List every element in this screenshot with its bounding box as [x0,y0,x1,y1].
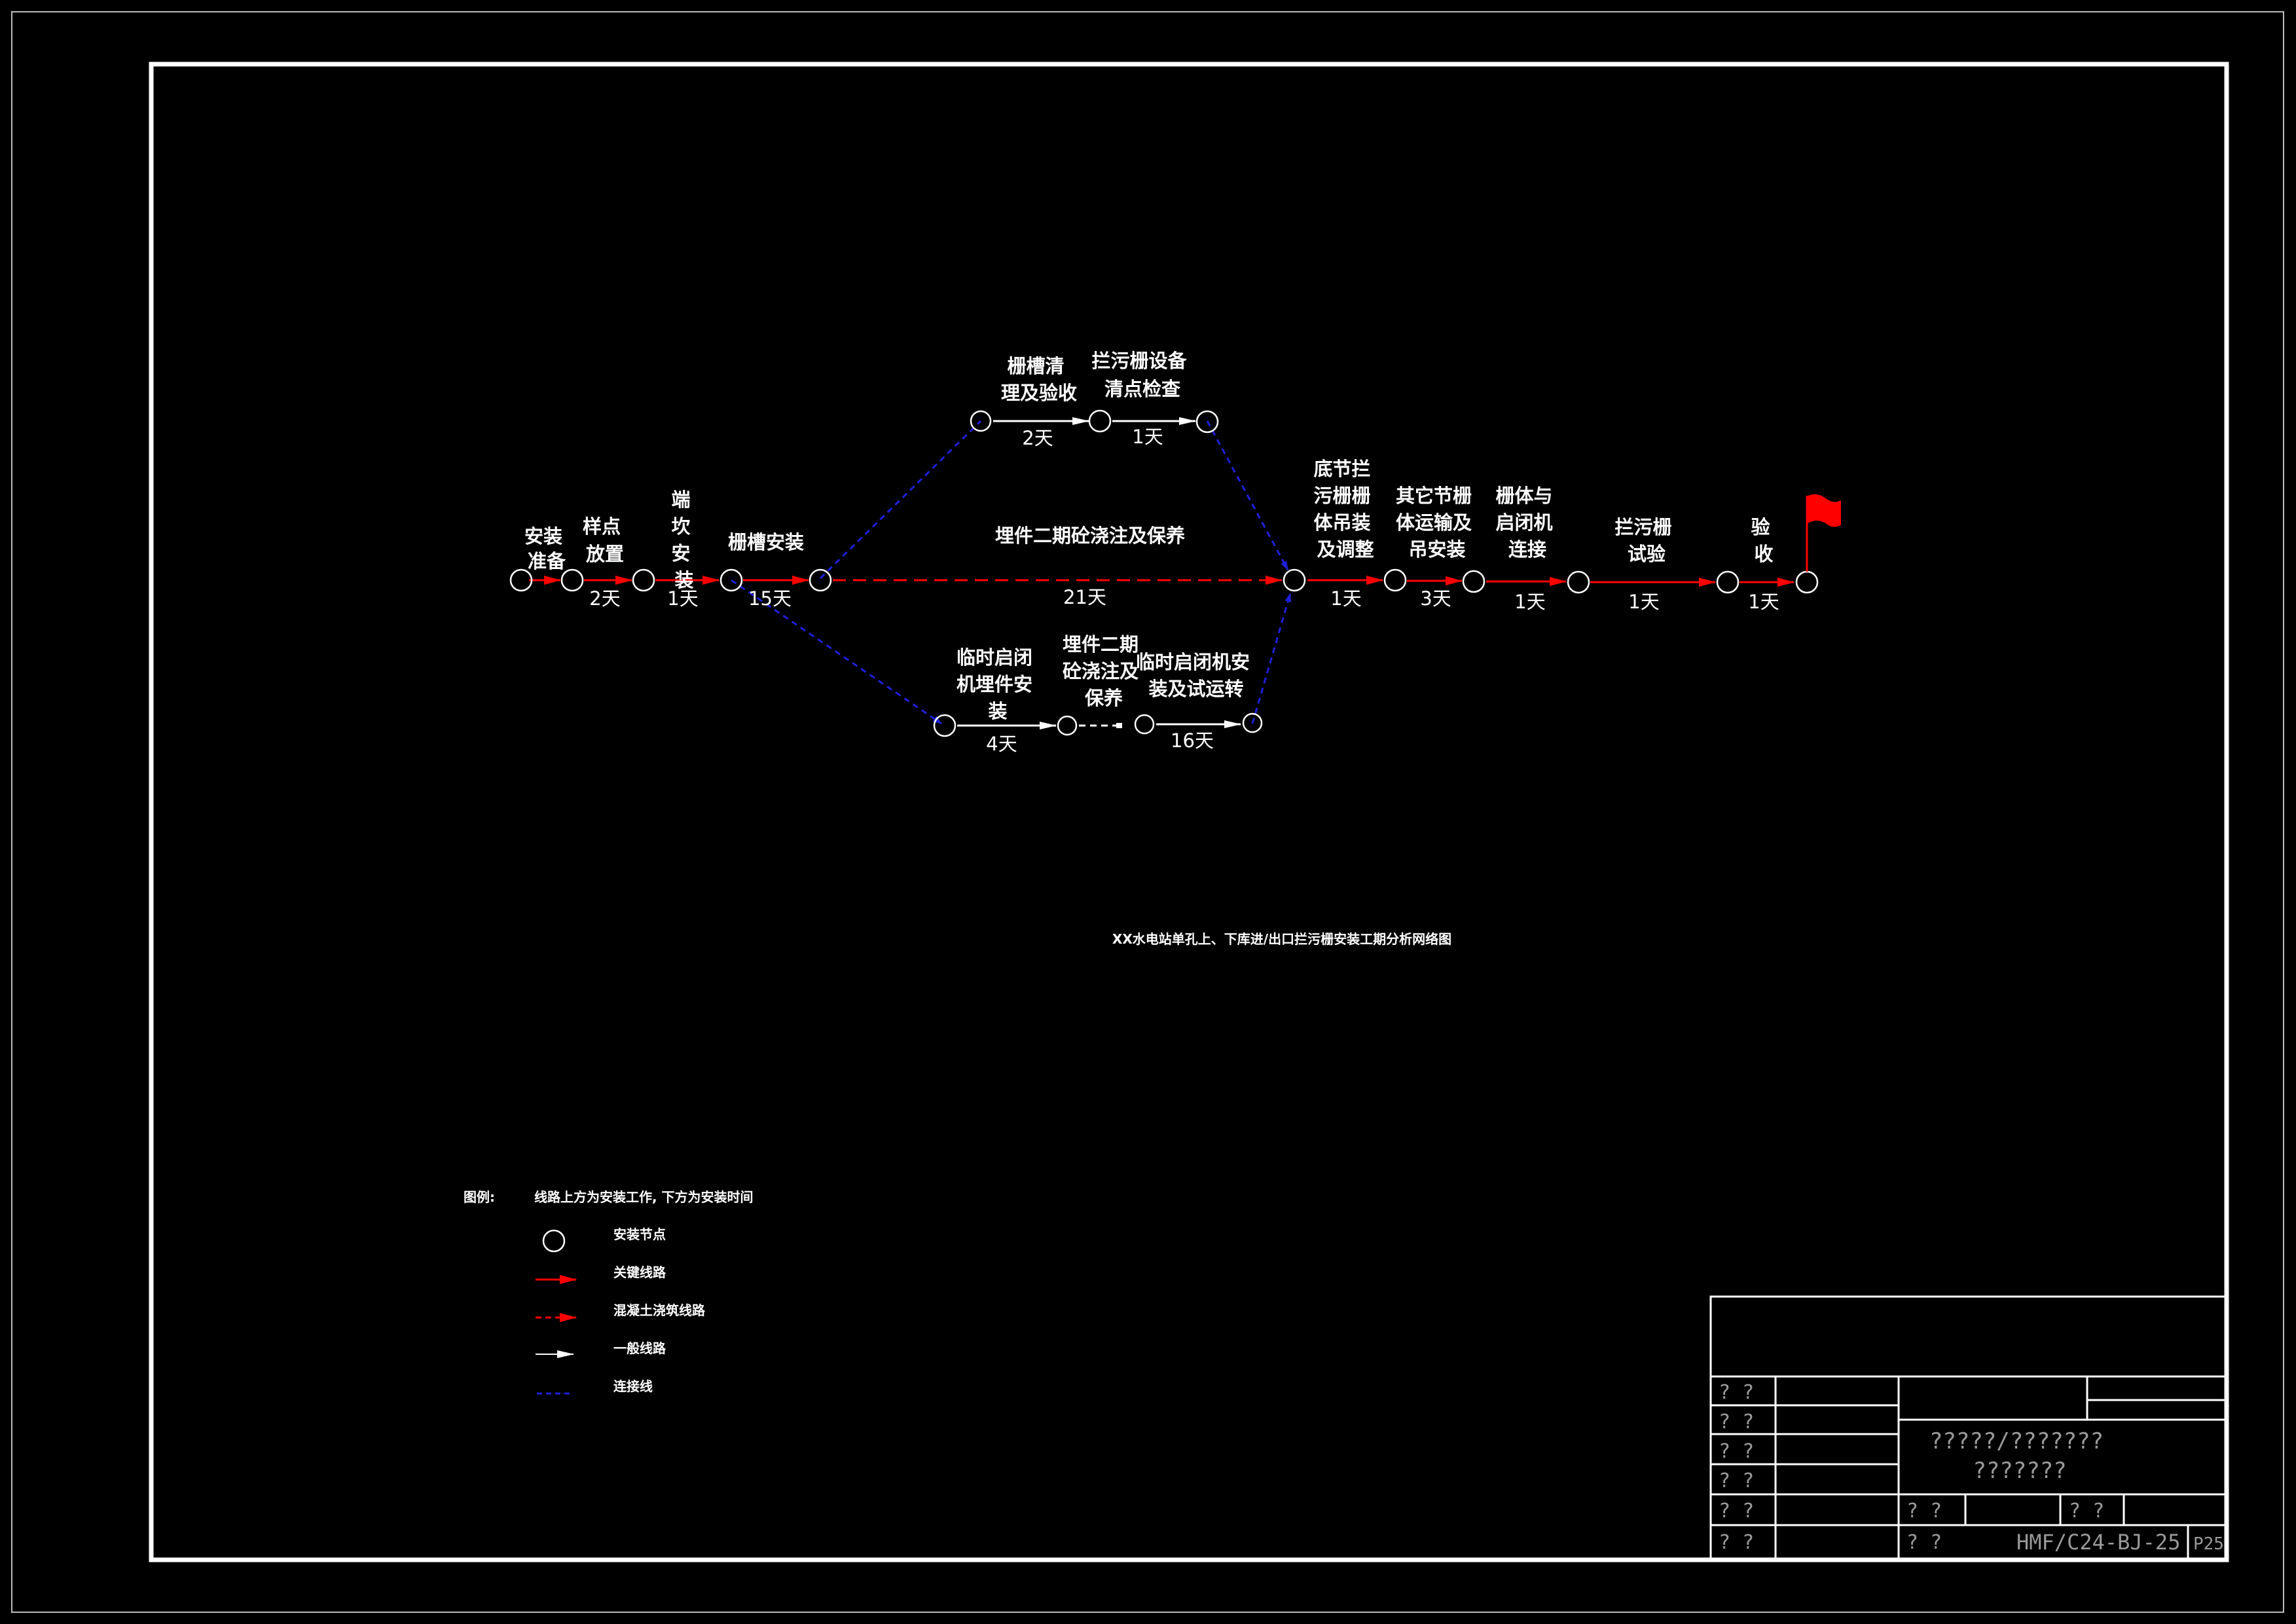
duration-label: 1天 [1628,591,1659,613]
duration-label: 16天 [1171,729,1214,752]
title-block-row-label: ? ? [1719,1531,1754,1554]
title-block-row-label: ? ? [1719,1500,1754,1522]
title-block-row-label: ? ? [1719,1381,1754,1404]
critical-path [529,576,1795,587]
general-paths [957,417,1241,729]
duration-label: 1天 [1132,426,1163,448]
install-node [560,568,584,592]
task-durations: 2天 1天 15天 21天 2天 1天 4天 16天 1天 3天 1天 1天 1… [589,426,1779,755]
install-node [933,714,957,737]
page-number: P25 [2193,1534,2224,1554]
legend-note: 线路上方为安装工作, 下方为安装时间 [534,1189,754,1205]
title-block [1709,1295,2228,1561]
task-label-survey-points: 样点 放置 [583,515,627,565]
title-block-text: ? ? ? ? ? ? ? ? ? ? ? ? ?????/??????? ??… [1719,1381,2224,1555]
task-label-other-sections: 其它节栅 体运输及 吊安装 [1396,485,1478,561]
legend-title: 图例: [464,1189,495,1205]
legend-label: 连接线 [613,1378,653,1394]
legend-label: 关键线路 [613,1264,666,1280]
project-name-line1: ?????/??????? [1929,1428,2104,1454]
title-block-field: ? ? [2069,1500,2104,1522]
drawing-frame [149,62,2229,1562]
task-label-equipment-check: 拦污栅设备 清点检查 [1091,350,1193,400]
duration-label: 2天 [1022,427,1053,449]
title-block-row-label: ? ? [1719,1411,1754,1433]
task-label-temp-hoist-install: 临时启闭机安 装及试运转 [1136,651,1256,700]
task-label-concrete-small: 埋件二期 砼浇注及 保养 [1063,633,1145,709]
install-node [1567,570,1590,594]
task-label-trash-rack-test: 拦污栅 试验 [1614,516,1678,565]
legend-label: 混凝土浇筑线路 [613,1302,706,1318]
install-node [720,568,743,592]
task-label-acceptance: 验 收 [1751,516,1776,565]
install-node [1242,712,1263,733]
connector-line [819,420,982,580]
dashed-link-marker [1116,723,1122,728]
task-label-slot-clean: 栅槽清 理及验收 [1001,355,1077,404]
diagram-title: XX水电站单孔上、下库进/出口拦污栅安装工期分析网络图 [1112,931,1451,947]
connector-line [731,579,942,725]
node-circle-icon [542,1229,566,1253]
install-node [509,568,533,592]
finish-flag-icon [1807,494,1841,527]
duration-label: 4天 [986,733,1017,755]
title-block-row-label: ? ? [1719,1440,1754,1463]
connector-line [1206,420,1289,570]
task-labels: 安装 准备 样点 放置 端 坎 安 装 栅槽安装 埋件二期砼浇注及保养 栅槽清 … [524,350,1776,722]
duration-label: 15天 [748,587,792,610]
task-label-hoist-connect: 栅体与 启闭机 连接 [1495,485,1559,561]
title-block-field: ? ? [1906,1531,1942,1554]
task-label-temp-hoist-embed: 临时启闭 机埋件安 装 [957,646,1039,722]
task-label-bottom-section: 底节拦 污栅栅 体吊装 及调整 [1313,458,1377,561]
install-node [1195,410,1219,434]
project-name-line2: ??????? [1973,1458,2066,1484]
install-node [1134,714,1155,735]
duration-label: 3天 [1420,587,1451,610]
duration-label: 2天 [589,587,620,610]
install-node [1383,568,1407,592]
task-label-slot-install: 栅槽安装 [728,531,804,553]
install-node [809,568,832,592]
task-label-install-prep: 安装 准备 [524,525,569,572]
connector-lines [731,420,1292,725]
install-node [1057,715,1078,736]
legend-label: 一般线路 [613,1340,666,1356]
duration-label: 21天 [1063,586,1106,608]
install-node [970,410,992,432]
title-block-row-label: ? ? [1719,1469,1754,1492]
duration-label: 1天 [1330,587,1361,610]
install-node [1716,570,1740,594]
title-block-border [1709,1295,2228,1561]
install-node [632,568,655,592]
legend: 图例: 线路上方为安装工作, 下方为安装时间 安装节点 关键线路 混凝土浇筑线路… [464,1189,754,1395]
install-node [1283,568,1306,592]
task-label-sill: 端 坎 安 装 [671,489,697,591]
install-node [1088,409,1112,433]
install-node [1462,570,1485,593]
task-label-concrete: 埋件二期砼浇注及保养 [995,525,1185,547]
title-block-field: ? ? [1906,1500,1942,1522]
drawing-number: HMF/C24-BJ-25 [2016,1530,2180,1555]
duration-label: 1天 [1514,591,1545,613]
legend-label: 安装节点 [613,1227,666,1242]
outer-border [11,11,2284,1613]
duration-label: 1天 [1748,591,1779,613]
duration-label: 1天 [667,587,698,610]
install-nodes [509,409,1819,737]
connector-line [1251,593,1292,724]
install-node [1795,570,1819,594]
